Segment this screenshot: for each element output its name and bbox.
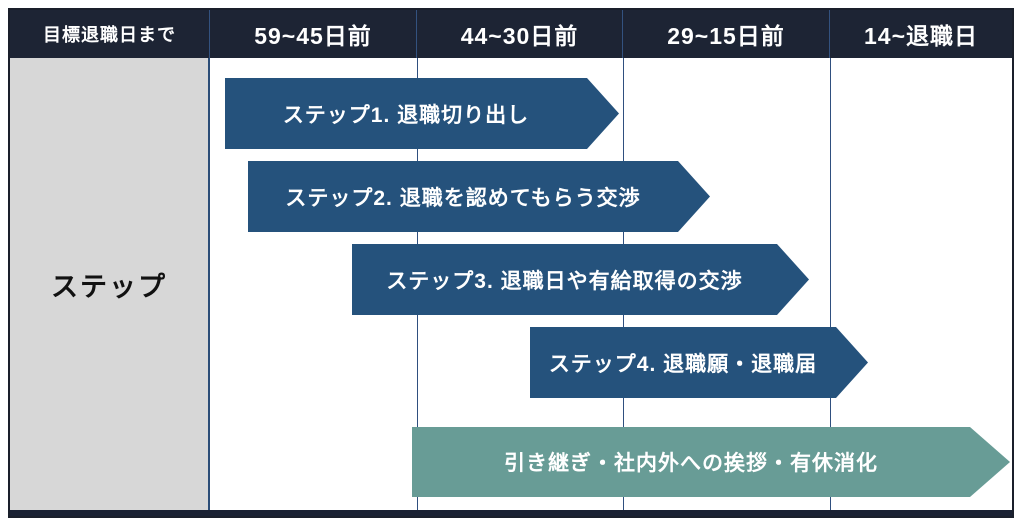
timeline-body: ステップ ステップ1. 退職切り出し ステップ2. 退職を認めてもらう交渉 ステ…	[10, 58, 1012, 510]
table-bottom-border	[10, 510, 1012, 516]
final-phase-arrow: 引き継ぎ・社内外への挨拶・有休消化	[412, 427, 1010, 497]
header-cell-period-3: 29~15日前	[623, 10, 830, 58]
header-cell-period-2: 44~30日前	[417, 10, 623, 58]
timeline-header-row: 目標退職日まで 59~45日前 44~30日前 29~15日前 14~退職日	[10, 10, 1012, 58]
grid-line-3	[830, 58, 831, 510]
step-arrow-3-label: ステップ3. 退職日や有給取得の交渉	[386, 269, 743, 293]
header-cell-period-1: 59~45日前	[210, 10, 417, 58]
row-label-column: ステップ	[10, 58, 210, 510]
step-arrow-2: ステップ2. 退職を認めてもらう交渉	[248, 161, 710, 232]
step-arrow-3: ステップ3. 退職日や有給取得の交渉	[352, 244, 809, 315]
step-arrow-1-label: ステップ1. 退職切り出し	[282, 103, 530, 127]
header-cell-goal-date: 目標退職日まで	[10, 10, 210, 58]
final-phase-arrow-label: 引き継ぎ・社内外への挨拶・有休消化	[504, 452, 878, 475]
schedule-table: 目標退職日まで 59~45日前 44~30日前 29~15日前 14~退職日 ス…	[8, 8, 1014, 518]
step-arrow-2-label: ステップ2. 退職を認めてもらう交渉	[285, 186, 641, 210]
step-arrow-1: ステップ1. 退職切り出し	[225, 78, 619, 149]
row-label-steps: ステップ	[51, 271, 167, 302]
step-arrow-4-label: ステップ4. 退職願・退職届	[548, 352, 818, 376]
header-cell-period-4: 14~退職日	[863, 23, 978, 49]
step-arrow-4: ステップ4. 退職願・退職届	[530, 327, 868, 398]
